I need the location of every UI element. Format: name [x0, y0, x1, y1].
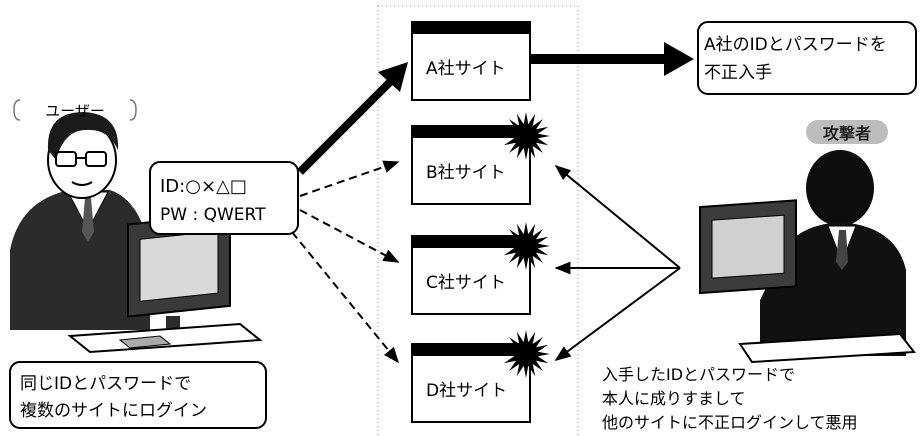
site-window-frame [411, 343, 531, 423]
breach-burst-icon [502, 222, 550, 270]
site-window-titlebar [412, 236, 530, 248]
site-boxes: A社サイト B社サイト C社サイト D社サイト [411, 21, 550, 423]
attacker-tag: 攻撃者 [806, 120, 888, 144]
site-label-d: D社サイト [426, 381, 507, 401]
arrow-to-site-b [299, 160, 400, 197]
site-window-frame [411, 125, 531, 205]
credential-pw-text: PW : QWERT [160, 205, 266, 225]
user-caption-box: 同じIDとパスワードで 複数のサイトにログイン [9, 361, 267, 429]
leak-line-2: 不正入手 [704, 63, 772, 83]
attack-arrows [554, 164, 681, 361]
breach-burst-icon [502, 112, 550, 160]
arrow-to-site-a [297, 77, 395, 175]
attacker-caption-line-3: 他のサイトに不正ログインして悪用 [602, 413, 858, 432]
site-window-titlebar [412, 344, 530, 356]
attacker-caption-line-1: 入手したIDとパスワードで [602, 365, 795, 384]
site-box-c: C社サイト [411, 222, 550, 315]
arrow-to-leak [530, 42, 694, 76]
site-window-frame [411, 235, 531, 315]
attack-arrow-site-d [554, 267, 681, 361]
attacker-illustration [699, 150, 916, 364]
site-label-b: B社サイト [426, 163, 506, 183]
site-window-frame [411, 21, 531, 101]
attacker-caption: 入手したIDとパスワードで 本人に成りすまして 他のサイトに不正ログインして悪用 [602, 365, 858, 432]
arrow-to-site-d [291, 231, 400, 364]
site-box-a: A社サイト [411, 21, 531, 101]
user-caption-line-1: 同じIDとパスワードで [20, 374, 191, 394]
breach-burst-icon [502, 330, 550, 378]
site-label-a: A社サイト [426, 59, 506, 79]
site-window-titlebar [412, 126, 530, 138]
credential-box: ID:○×△□ PW : QWERT [149, 161, 299, 235]
user-caption-line-2: 複数のサイトにログイン [20, 401, 207, 421]
site-label-c: C社サイト [426, 273, 506, 293]
attack-arrow-site-b [554, 164, 681, 269]
arrow-head-site-a [378, 62, 408, 92]
arrow-to-site-c [299, 209, 400, 263]
attacker-tag-text: 攻撃者 [823, 124, 871, 143]
user-tag-text: ユーザー [45, 102, 105, 120]
leak-box: A社のIDとパスワードを 不正入手 [697, 21, 917, 95]
credential-id-text: ID:○×△□ [160, 176, 247, 197]
attacker-caption-line-2: 本人に成りすまして [602, 389, 746, 408]
site-box-d: D社サイト [411, 330, 550, 423]
user-illustration [10, 112, 263, 354]
user-tag: ユーザー [13, 99, 137, 121]
site-box-b: B社サイト [411, 112, 550, 205]
login-arrows [291, 62, 408, 364]
site-window-titlebar [412, 22, 530, 34]
leak-line-1: A社のIDとパスワードを [704, 35, 887, 55]
